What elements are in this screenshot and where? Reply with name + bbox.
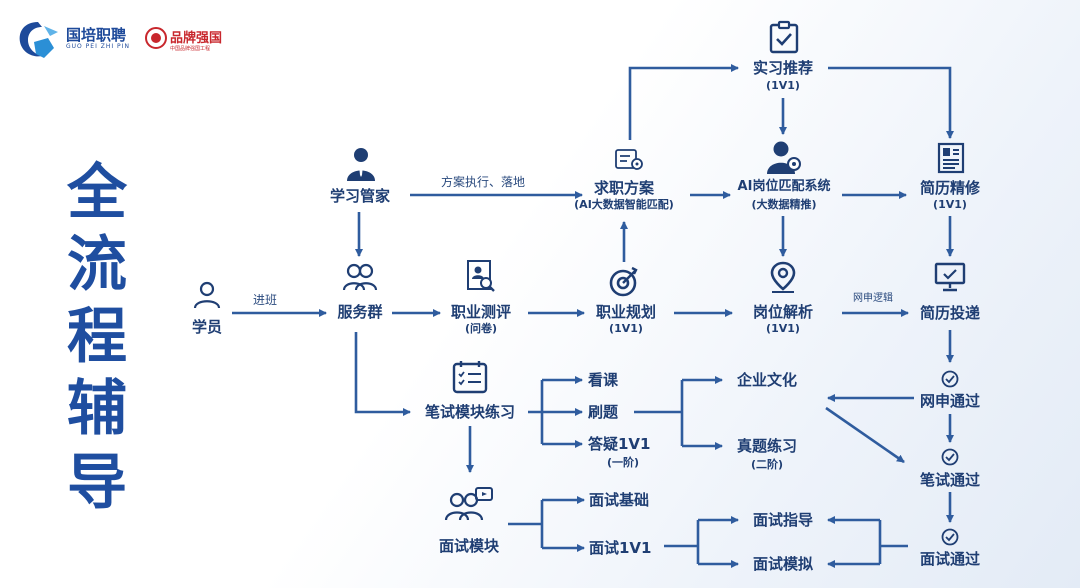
node-ai-match: AI岗位匹配系统	[737, 179, 831, 194]
node-internship-sub: (1V1)	[766, 79, 800, 92]
title-char-5: 导	[67, 448, 127, 518]
node-job-plan: 求职方案	[593, 179, 654, 197]
node-service-group: 服务群	[337, 303, 383, 321]
node-interview-module: 面试模块	[438, 537, 499, 555]
node-written-pass: 笔试通过	[919, 471, 980, 489]
student-icon	[193, 281, 221, 309]
node-resume-polish-sub: (1V1)	[933, 198, 967, 211]
arrow-internship-to-resume	[828, 66, 954, 139]
node-corp-culture: 企业文化	[736, 371, 797, 389]
node-watch-course: 看课	[588, 371, 619, 389]
checklist-icon	[452, 361, 488, 394]
assessment-icon	[467, 260, 495, 292]
arrow-culture-to-written-pass	[825, 406, 905, 464]
arrow-service-to-written	[354, 332, 411, 416]
logo-subtitle: GUO PEI ZHI PIN	[66, 43, 130, 50]
monitor-icon	[934, 262, 966, 292]
node-internship: 实习推荐	[752, 59, 813, 77]
logo-name: 国培职聘	[66, 26, 127, 44]
node-manager: 学习管家	[329, 187, 390, 205]
title-char-1: 全	[67, 158, 127, 228]
node-online-pass: 网申通过	[919, 392, 980, 410]
brand-name: 品牌强国	[170, 31, 223, 46]
node-interview-basics: 面试基础	[589, 491, 650, 509]
node-job-plan-sub: (AI大数据智能匹配)	[574, 198, 674, 211]
node-resume-polish: 简历精修	[919, 179, 980, 197]
node-interview-guide: 面试指导	[752, 511, 813, 529]
group-icon	[342, 263, 378, 291]
target-icon	[609, 266, 638, 297]
brand-seal-icon	[145, 27, 167, 49]
node-interview-mock: 面试模拟	[752, 555, 813, 573]
node-interview-pass: 面试通过	[919, 550, 980, 568]
title-char-2: 流	[67, 230, 127, 300]
title-char-3: 程	[67, 302, 127, 372]
edge-label-execute-plan: 方案执行、落地	[440, 175, 525, 189]
node-real-questions: 真题练习	[736, 437, 797, 455]
edge-label-enter-class: 进班	[252, 293, 277, 307]
node-interview-1v1: 面试1V1	[589, 539, 652, 557]
node-student: 学员	[191, 318, 222, 336]
node-qa: 答疑1V1	[588, 435, 651, 453]
node-real-questions-sub: (二阶)	[750, 458, 784, 471]
title-char-4: 辅	[67, 374, 127, 444]
check-circle-icon	[941, 528, 959, 546]
node-qa-sub: (一阶)	[606, 456, 640, 469]
manager-icon	[347, 148, 375, 181]
node-career-planning-sub: (1V1)	[609, 322, 643, 335]
location-pin-icon	[770, 261, 796, 293]
bracket-pass-back	[878, 520, 908, 564]
bracket-written-fan	[528, 380, 544, 444]
interview-icon	[444, 487, 493, 521]
edge-label-online-logic: 网申逻辑	[853, 293, 893, 304]
settings-doc-icon	[615, 149, 643, 170]
node-resume-submit: 简历投递	[919, 304, 980, 322]
arrow-plan-to-internship	[628, 64, 739, 140]
resume-icon	[937, 142, 965, 174]
ai-person-icon	[767, 141, 801, 174]
node-ai-match-sub: (大数据精推)	[751, 198, 817, 211]
node-position-analysis: 岗位解析	[752, 303, 813, 321]
bracket-interview-fan	[508, 500, 544, 548]
clipboard-check-icon	[769, 20, 799, 54]
node-career-test-sub: (问卷)	[464, 322, 498, 335]
node-written-module: 笔试模块练习	[424, 403, 515, 421]
node-position-analysis-sub: (1V1)	[766, 322, 800, 335]
node-career-planning: 职业规划	[595, 303, 656, 321]
bracket-1v1-fan	[664, 520, 700, 564]
check-circle-icon	[941, 448, 959, 466]
check-circle-icon	[941, 370, 959, 388]
bracket-practice-fan	[634, 380, 684, 446]
logo-mark-icon	[19, 22, 58, 58]
node-practice: 刷题	[588, 403, 619, 421]
brand-subtitle: 中国品牌强国工程	[170, 46, 211, 52]
node-career-test: 职业测评	[450, 303, 511, 321]
